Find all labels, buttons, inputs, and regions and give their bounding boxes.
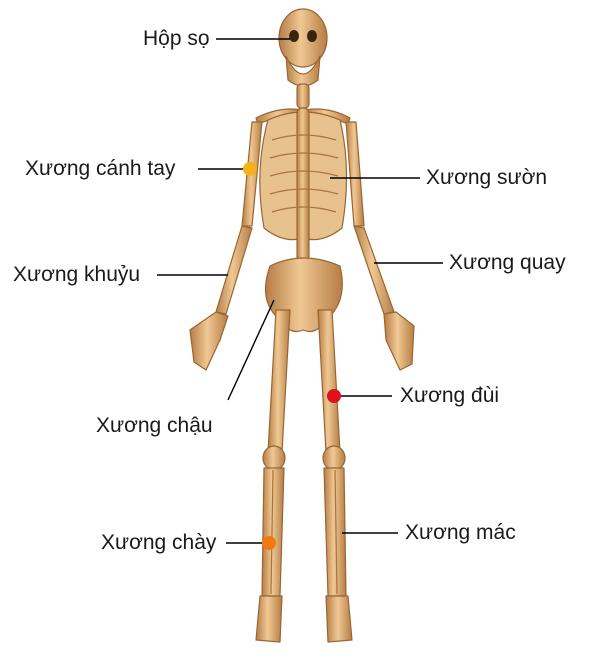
- forearm-left: [216, 226, 252, 314]
- knee-right: [323, 446, 345, 470]
- spine: [297, 108, 309, 268]
- label-fibula: Xương mác: [405, 521, 516, 545]
- foot-left: [256, 596, 282, 642]
- label-ulna: Xương khuỷu: [13, 263, 140, 287]
- knee-left: [263, 446, 285, 470]
- label-ribs: Xương sườn: [426, 166, 547, 190]
- marker-tibia: [262, 536, 276, 550]
- forearm-right: [354, 226, 394, 314]
- label-radius: Xương quay: [449, 251, 566, 275]
- foot-right: [326, 596, 352, 642]
- neck-bone: [297, 84, 309, 108]
- label-pelvis: Xương chậu: [96, 414, 213, 438]
- label-skull: Hộp sọ: [143, 27, 210, 51]
- label-humerus: Xương cánh tay: [25, 157, 175, 181]
- leader-pelvis: [228, 300, 274, 400]
- hand-left: [190, 312, 228, 370]
- marker-humerus: [243, 162, 257, 176]
- label-femur: Xương đùi: [400, 384, 499, 408]
- marker-femur: [327, 389, 341, 403]
- humerus-right: [346, 122, 364, 226]
- femur-left: [268, 310, 290, 452]
- hand-right: [384, 312, 414, 370]
- label-tibia: Xương chày: [101, 531, 216, 555]
- femur-right: [318, 310, 340, 452]
